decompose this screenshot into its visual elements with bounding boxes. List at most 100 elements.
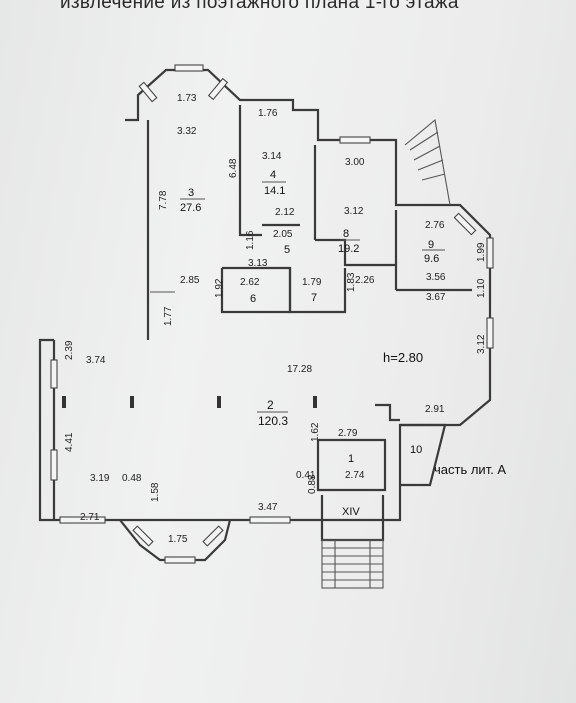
window-bottom-b	[249, 516, 291, 524]
room1-dim-2-74: 2.74	[345, 470, 365, 481]
dim-0-48: 0.48	[122, 473, 142, 484]
dim-1-16: 1.16	[245, 230, 256, 250]
room1-number: 1	[348, 453, 354, 465]
room2-area: 120.3	[258, 414, 288, 428]
wall-room1	[316, 438, 387, 492]
dim-2-39: 2.39	[64, 340, 75, 360]
dim-3-74: 3.74	[86, 355, 106, 366]
room9-area: 9.6	[424, 253, 439, 265]
room8-area: 19.2	[338, 243, 359, 255]
window-left-b	[50, 449, 58, 481]
stair-step-2	[413, 145, 441, 161]
dim-0-88: 0.88	[307, 474, 318, 494]
room10-number: 10	[410, 444, 422, 456]
room8-number: 8	[343, 228, 349, 240]
ceiling-height: h=2.80	[383, 350, 423, 365]
wall-outer-main	[38, 68, 492, 522]
dim-4-41: 4.41	[64, 432, 75, 452]
window-bottom-a	[59, 516, 106, 524]
window-room9-right-a	[486, 237, 494, 269]
wall-room5	[222, 266, 347, 314]
dim-3-67: 3.67	[426, 292, 446, 303]
room9-number: 9	[428, 239, 434, 251]
window-bottom-bay-b	[132, 525, 154, 547]
columns	[62, 396, 317, 408]
dim-3-13: 3.13	[248, 258, 268, 269]
room4-number: 4	[270, 169, 276, 181]
dim-3-47: 3.47	[258, 502, 278, 513]
stair-step-1	[409, 131, 439, 151]
dim-2-62: 2.62	[240, 277, 260, 288]
dim-1-77: 1.77	[163, 306, 174, 326]
dim-3-14: 3.14	[262, 151, 282, 162]
room4-area: 14.1	[264, 185, 285, 197]
dim-17-28: 17.28	[287, 364, 312, 375]
stairs-bottom	[321, 539, 384, 589]
dim-1-79: 1.79	[302, 277, 322, 288]
dim-3-19: 3.19	[90, 473, 110, 484]
dim-2-12: 2.12	[275, 207, 295, 218]
stair-step-3	[417, 159, 444, 171]
column-4	[62, 396, 66, 408]
dim-2-26: 2.26	[355, 275, 375, 286]
room7-number: 7	[311, 292, 317, 304]
dim-1-73: 1.73	[177, 93, 197, 104]
wall-room8-bottom	[315, 238, 396, 267]
room3-number: 3	[188, 187, 194, 199]
stair-step-4	[421, 173, 446, 181]
dim-2-91: 2.91	[425, 404, 445, 415]
plan-title: извлечение из поэтажного плана 1-го этаж…	[60, 0, 459, 13]
wall-room3-room4	[238, 105, 262, 237]
window-top-left-b	[138, 81, 158, 103]
window-room9-right-b	[486, 317, 494, 349]
dim-1-62: 1.62	[310, 422, 321, 442]
room1-dim-2-79: 2.79	[338, 428, 358, 439]
window-bottom-bay-a	[164, 556, 196, 564]
window-room8-top	[339, 136, 371, 144]
column-3	[313, 396, 317, 408]
room6-number: 6	[250, 293, 256, 305]
dim-0-41: 0.41	[296, 470, 316, 481]
dim-7-78: 7.78	[158, 190, 169, 210]
interior-walls	[150, 105, 472, 542]
wall-room10	[400, 423, 447, 487]
room3-area: 27.6	[180, 202, 201, 214]
dim-1-83: 1.83	[346, 272, 357, 292]
part-label: часть лит. А	[434, 462, 506, 477]
windows	[50, 64, 494, 564]
stairs-top-right	[404, 118, 451, 206]
dim-1-10: 1.10	[476, 278, 487, 298]
stairs-top-right-outline	[404, 118, 451, 206]
dim-3-12-a: 3.12	[344, 206, 364, 217]
window-bottom-bay-c	[202, 525, 224, 547]
dim-1-92: 1.92	[214, 278, 225, 298]
wall-stair-top	[375, 403, 400, 422]
dim-3-56: 3.56	[426, 272, 446, 283]
dim-1-76: 1.76	[258, 108, 278, 119]
dim-3-12-b: 3.12	[476, 334, 487, 354]
column-2	[217, 396, 221, 408]
room-xiv-label: XIV	[342, 506, 360, 518]
dim-1-75: 1.75	[168, 534, 188, 545]
window-top-left-c	[207, 77, 229, 101]
dim-3-00: 3.00	[345, 157, 365, 168]
window-top-left-a	[174, 64, 204, 72]
room2-number: 2	[267, 398, 274, 412]
wall-room6	[220, 268, 290, 314]
dim-1-99: 1.99	[476, 242, 487, 262]
dim-2-05: 2.05	[273, 229, 293, 240]
window-left-a	[50, 359, 58, 389]
window-corner-right	[453, 212, 477, 236]
room5-number: 5	[284, 244, 290, 256]
outer-walls	[38, 68, 492, 562]
column-1	[130, 396, 134, 408]
dimensions: 1.73 3.32 7.78 6.48 1.76 3.14 2.12 3.00 …	[64, 93, 487, 545]
dim-1-58: 1.58	[150, 482, 161, 502]
dim-3-32: 3.32	[177, 126, 197, 137]
dim-2-76: 2.76	[425, 220, 445, 231]
dim-2-85: 2.85	[180, 275, 200, 286]
dim-2-71: 2.71	[80, 512, 100, 523]
dim-6-48: 6.48	[228, 158, 239, 178]
